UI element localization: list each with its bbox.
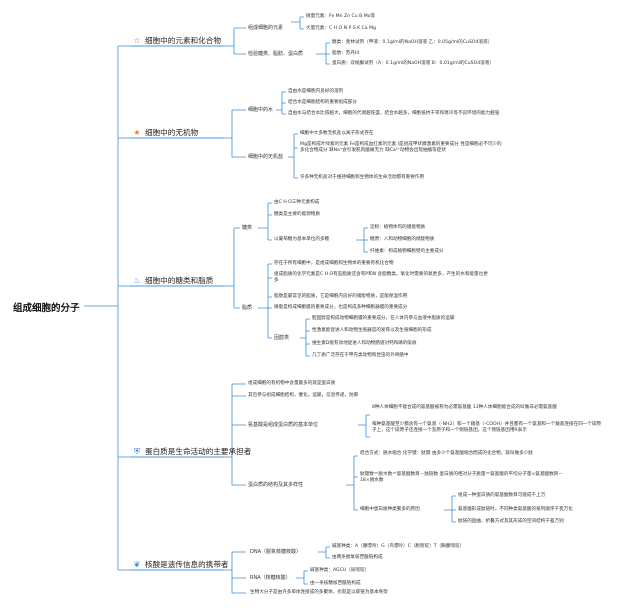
node-water-3: 自由水与结合水比值越大，细胞的代谢越旺盛，结合水越多，细胞抵抗干旱和寒冷等不良环… [288, 111, 500, 116]
node-glycogen: 糖原：人和动物细胞的储能物质 [370, 237, 435, 242]
shield-icon: ⛨ [134, 447, 140, 456]
node-dna-bases: 碱基种类：A（腺嘌呤）G（鸟嘌呤）C（胞嘧啶）T（胸腺嘧啶） [332, 544, 465, 549]
node-carb-1: 由C H O三种元素构成 [274, 200, 320, 205]
node-amino-1: 8种人体细胞不能合成的氨基酸被称为必需氨基酸 13种人体细胞能合成的叫做非必需氨… [372, 405, 557, 410]
node-protein-1: 组成细胞的有机物中含量最多的就是蛋白质 [248, 381, 336, 386]
node-major-elements: 大量元素：C H O N P S K Ca Mg [306, 26, 376, 31]
node-protein-2: 其包参与组成细胞结构，催化，运输，信息传递，防御 [248, 393, 359, 398]
node-water: 细胞中的水 [248, 107, 274, 113]
node-bond: 结合方式：脱水缩合 化学键：肽键 由多少个氨基酸缩合而成的化合物，就叫做多少肽 [360, 451, 533, 456]
node-diversity-1: 组成一种蛋白质的氨基酸数目可能成千上万 [458, 493, 546, 498]
node-water-1: 自由水是细胞内良好的溶剂 [288, 89, 344, 94]
node-salt-1: 细胞中大多数无机盐以离子形式存在 [300, 131, 374, 136]
node-lipid-3: 脂肪是最常见的脂质，它是细胞内良好的储能物质，是能保温作用 [274, 294, 408, 299]
node-lipid: 脂质 [242, 305, 253, 311]
node-sterol-3: 维生素D能有效地促进人和动物肠道对钙和磷的吸收 [312, 341, 417, 346]
node-dna: DNA（脱氧核糖核酸） [250, 549, 302, 555]
node-salt-3: 许多种无机盐对于维持细胞和生物体的生命活动都有重要作用 [300, 175, 425, 180]
node-rna-strand: 由一条核糖核苷酸链构成 [310, 581, 361, 586]
star-outline-icon: ☆ [133, 36, 141, 45]
node-sterol-2: 性激素能促进人和动物生殖器官的发育以及生殖细胞的形成 [312, 328, 432, 333]
node-carb-3: 以葡萄糖为基本单位的多糖 [274, 237, 330, 242]
node-sterol-4: 几丁质广泛存在于甲壳类动物和昆虫的外骨骼中 [312, 353, 409, 358]
leaf-icon: ❦ [133, 560, 141, 569]
node-cellulose: 纤维素：构成植物细胞壁的主要成分 [370, 249, 444, 254]
node-diversity-2: 氨基酸形成肽链时，不同种类氨基酸的排列顺序千变万化 [458, 507, 573, 512]
node-structure: 蛋白质的结构及其多样性 [248, 482, 304, 488]
node-amino-2: 每种氨基酸至少都含有一个氨基（-NH2）和一个羧基（-COOH）并且都有一个氨基… [372, 422, 602, 433]
branch-elements-compounds[interactable]: ☆细胞中的元素和化合物 [133, 36, 221, 45]
node-lipid-2: 组成脂质的化学元素是C H O有些脂质还含有P和N 含脂糖类，氧化时需要的氧更多… [274, 272, 488, 283]
node-peptide-count: 肽键数＝脱水数＝氨基酸数目－肽链数 蛋白质的相对分子质量＝氨基酸的平均分子量×氨… [360, 472, 563, 483]
star-filled-icon: ★ [133, 128, 141, 137]
root-title: 组成细胞的分子 [13, 303, 80, 314]
branch-carbs-lipids[interactable]: ♨细胞中的糖类和脂质 [133, 276, 214, 285]
node-lipid-4: 磷脂是构成细胞膜的重要成分，也是构成多种细胞器膜的重要成分 [274, 305, 408, 310]
node-fat-test: 脂肪：苏丹III [332, 51, 360, 56]
flame-icon: ♨ [133, 276, 141, 285]
node-sugar-test: 糖类：斐林试剂（甲液：0.1g/ml的NaOH溶液 乙：0.05g/ml的CuS… [332, 40, 493, 45]
node-salt-2: Mg是构成叶绿素的元素 Fe是构成血红素的元素 I是组成甲状腺激素的重要成分 性… [300, 142, 502, 153]
node-protein-test: 蛋白质：双缩脲试剂（A：0.1g/ml的NaOH溶液 B：0.01g/ml的Cu… [332, 61, 494, 66]
node-dna-strands: 由两条脱氧核苷酸链构成 [332, 555, 383, 560]
node-elements: 组成细胞的元素 [248, 25, 284, 31]
node-detection: 检验糖类、脂肪、蛋白质 [248, 51, 304, 57]
node-diversity-3: 肽链的盘曲、折叠方式及其形成的空间结构千差万别 [458, 519, 564, 524]
node-salt: 细胞中的无机盐 [248, 154, 284, 160]
node-sterol-1: 胆固醇是构成动物细胞膜的重要成分，在人体内参与血液中脂质的运输 [312, 316, 455, 321]
node-amino: 氨基酸是组成蛋白质的基本单位 [248, 422, 319, 428]
node-water-2: 结合水是细胞结构的重要组成部分 [288, 100, 357, 105]
node-macromolecule: 生物大分子是由许多单体连接成的多聚体，也就是以碳链为基本骨架 [250, 590, 388, 595]
node-lipid-1: 存在于所有细胞中，是组成细胞和生物体的重要有机化合物 [274, 261, 394, 266]
node-starch: 淀粉：植物体内的储能物质 [370, 225, 426, 230]
node-rna-bases: 碱基种类：AGCU（尿嘧啶） [310, 568, 370, 573]
node-diversity: 细胞中蛋白质种类繁多的原因 [360, 507, 420, 512]
node-trace-elements: 微量元素：Fe Mn Zn Cu B Mo等 [306, 14, 376, 19]
node-carb-2: 糖类是主要的能源物质 [274, 212, 320, 217]
branch-protein[interactable]: ⛨蛋白质是生命活动的主要承担者 [134, 447, 252, 456]
node-carb: 糖类 [242, 225, 253, 231]
branch-inorganic[interactable]: ★细胞中的无机物 [133, 128, 199, 137]
node-rna: RNA（核糖核酸） [250, 575, 291, 581]
branch-nucleic-acid[interactable]: ❦核酸是遗传信息的携带者 [133, 560, 229, 569]
node-sterol: 固醇类 [274, 335, 290, 341]
